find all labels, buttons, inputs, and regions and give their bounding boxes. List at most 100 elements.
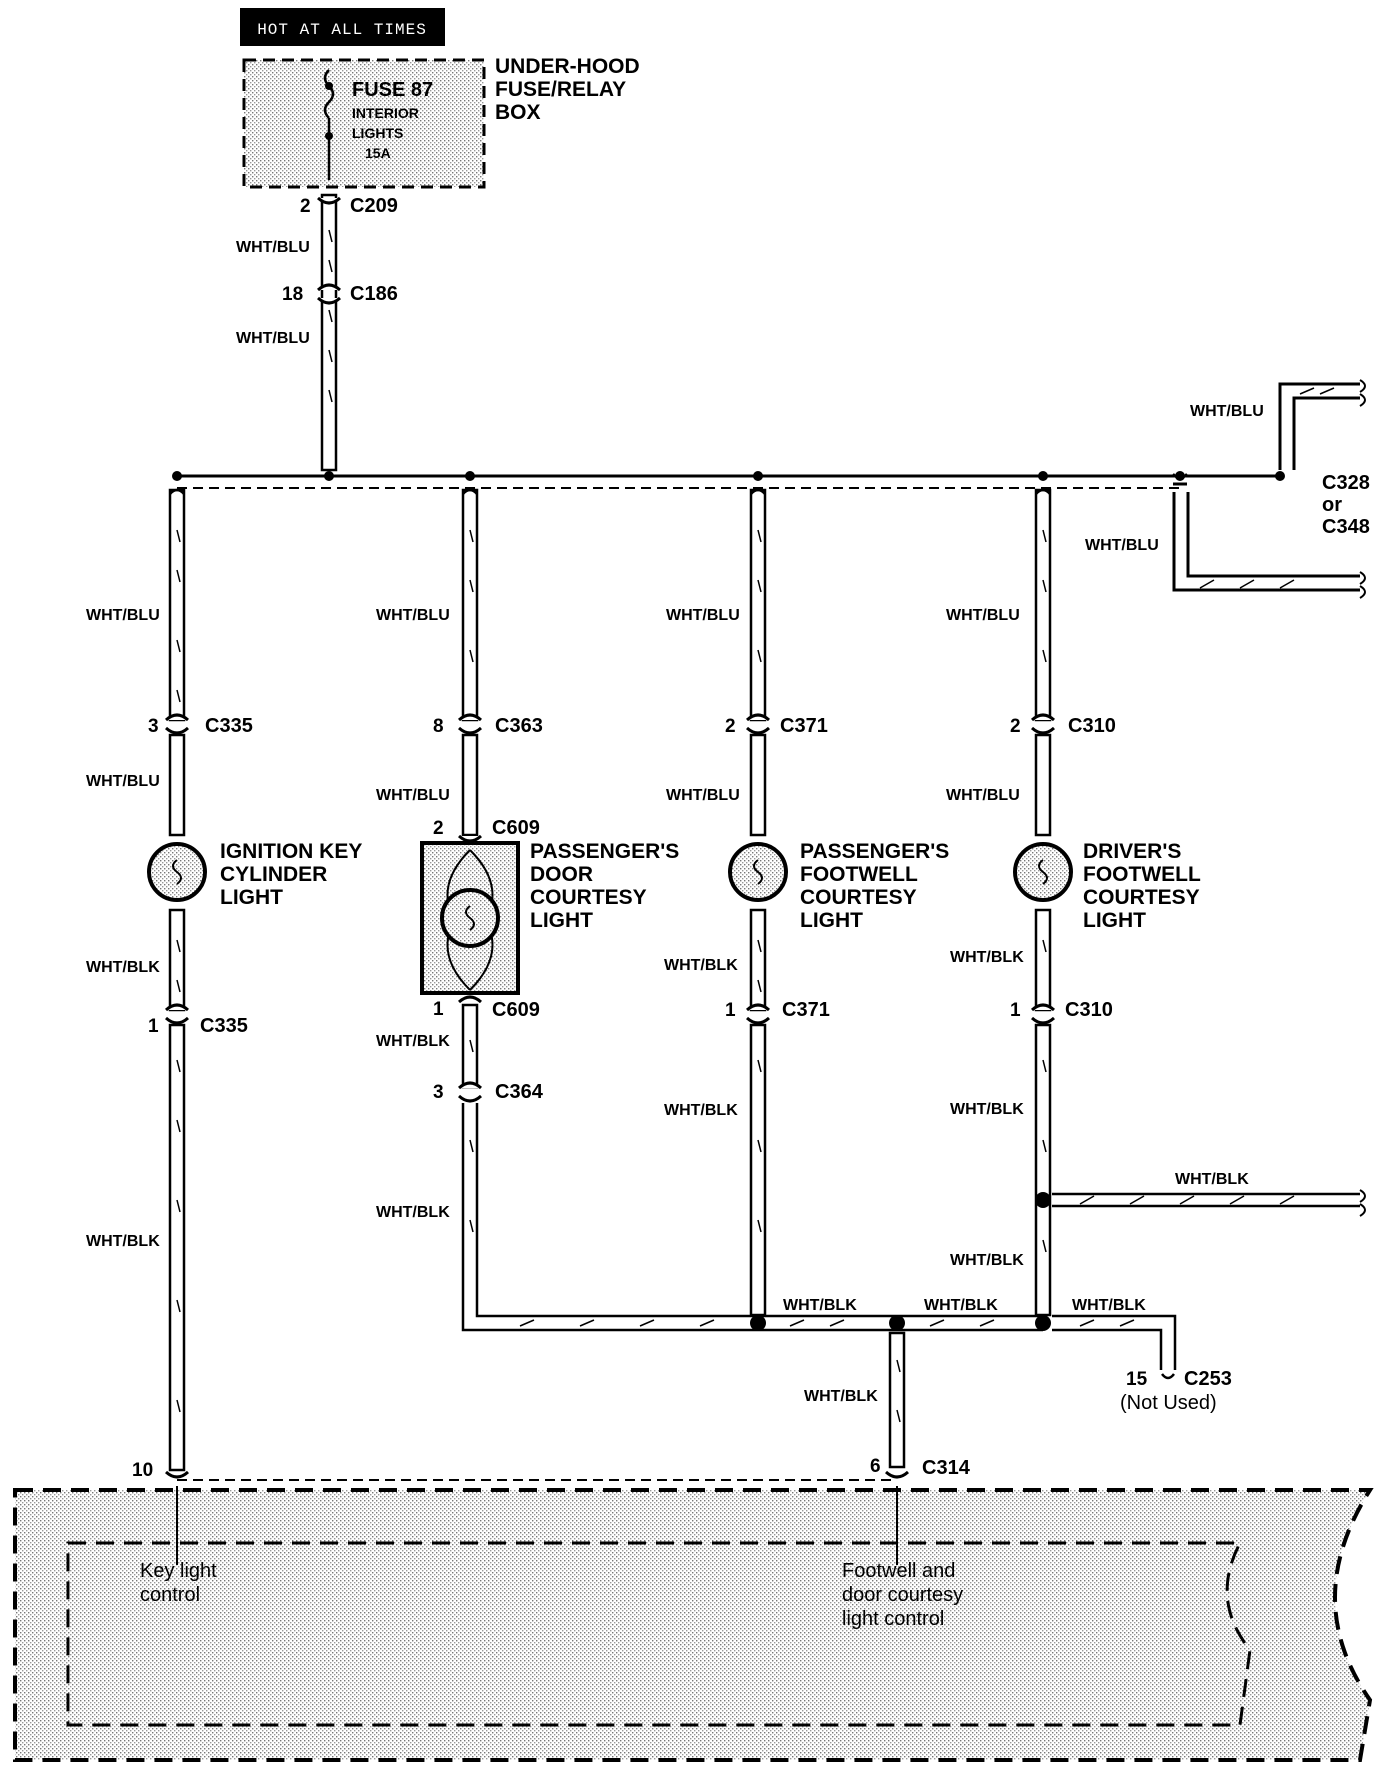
ignition-key-branch: WHT/BLU 3 C335 WHT/BLU IGNITION KEY CYLI… (86, 488, 362, 1472)
svg-text:WHT/BLK: WHT/BLK (924, 1297, 998, 1314)
svg-text:DOOR: DOOR (530, 863, 593, 886)
svg-text:LIGHT: LIGHT (800, 909, 863, 932)
connector-c328: C328 (1322, 472, 1370, 494)
svg-text:WHT/BLK: WHT/BLK (950, 1252, 1024, 1269)
svg-text:1: 1 (725, 1000, 736, 1021)
svg-text:WHT/BLK: WHT/BLK (86, 959, 160, 976)
svg-text:CYLINDER: CYLINDER (220, 863, 327, 886)
footwell-control-label: Footwell and (842, 1560, 955, 1582)
feed-wire: 2 C209 WHT/BLU 18 C186 WHT/BLU (236, 193, 398, 472)
key-light-control-label: Key light (140, 1560, 217, 1582)
connector-c371-top: C371 (780, 715, 828, 737)
connector-c609-top: C609 (492, 817, 540, 839)
svg-text:door courtesy: door courtesy (842, 1584, 963, 1606)
svg-text:WHT/BLU: WHT/BLU (376, 607, 450, 624)
right-branch: WHT/BLU C328 or C348 WHT/BLU (1085, 379, 1370, 599)
connector-c371-bottom: C371 (782, 999, 830, 1021)
svg-text:WHT/BLK: WHT/BLK (664, 957, 738, 974)
svg-text:WHT/BLU: WHT/BLU (946, 607, 1020, 624)
svg-text:2: 2 (300, 196, 311, 217)
connector-c186: C186 (350, 283, 398, 305)
svg-text:HOT AT ALL TIMES: HOT AT ALL TIMES (257, 21, 427, 39)
svg-text:LIGHT: LIGHT (1083, 909, 1146, 932)
svg-text:FOOTWELL: FOOTWELL (800, 863, 918, 886)
main-bus (172, 471, 1285, 489)
bottom-bus: WHT/BLK WHT/BLK WHT/BLK 15 C253 (Not Use… (132, 1297, 1232, 1481)
svg-text:6: 6 (870, 1456, 881, 1477)
svg-text:WHT/BLK: WHT/BLK (950, 1101, 1024, 1118)
svg-text:2: 2 (1010, 716, 1021, 737)
svg-text:LIGHT: LIGHT (220, 886, 283, 909)
svg-text:2: 2 (725, 716, 736, 737)
passenger-door-light-label: PASSENGER'S (530, 840, 679, 863)
svg-text:WHT/BLK: WHT/BLK (1175, 1171, 1249, 1188)
svg-text:WHT/BLU: WHT/BLU (666, 607, 740, 624)
fuse-box-name-2: FUSE/RELAY (495, 78, 626, 101)
passenger-door-branch: WHT/BLU 8 C363 WHT/BLU 2 C609 PASSENGER'… (376, 488, 758, 1332)
svg-text:WHT/BLU: WHT/BLU (1190, 403, 1264, 420)
passenger-footwell-branch: WHT/BLU 2 C371 WHT/BLU PASSENGER'S FOOTW… (664, 488, 949, 1331)
svg-text:LIGHT: LIGHT (530, 909, 593, 932)
svg-text:WHT/BLU: WHT/BLU (86, 607, 160, 624)
svg-text:WHT/BLK: WHT/BLK (1072, 1297, 1146, 1314)
fuse-circuit-2: LIGHTS (352, 125, 403, 141)
svg-text:1: 1 (433, 999, 444, 1020)
svg-text:WHT/BLU: WHT/BLU (236, 330, 310, 347)
svg-text:WHT/BLK: WHT/BLK (783, 1297, 857, 1314)
connector-c310-bottom: C310 (1065, 999, 1113, 1021)
svg-text:WHT/BLU: WHT/BLU (666, 787, 740, 804)
driver-footwell-light-label: DRIVER'S (1083, 840, 1181, 863)
connector-c253: C253 (1184, 1368, 1232, 1390)
fuse-number: FUSE 87 (352, 79, 433, 101)
passenger-footwell-light-label: PASSENGER'S (800, 840, 949, 863)
fuse-symbol (323, 69, 335, 180)
fuse-circuit-1: INTERIOR (352, 105, 419, 121)
svg-text:WHT/BLU: WHT/BLU (376, 787, 450, 804)
svg-text:COURTESY: COURTESY (800, 886, 917, 909)
connector-c364: C364 (495, 1081, 544, 1103)
svg-text:3: 3 (433, 1082, 444, 1103)
svg-text:1: 1 (148, 1016, 159, 1037)
svg-text:FOOTWELL: FOOTWELL (1083, 863, 1201, 886)
svg-text:WHT/BLU: WHT/BLU (86, 773, 160, 790)
svg-text:WHT/BLK: WHT/BLK (664, 1102, 738, 1119)
control-unit: Key light control Footwell and door cour… (13, 1486, 1374, 1762)
connector-c348: C348 (1322, 516, 1370, 538)
svg-text:3: 3 (148, 716, 159, 737)
svg-text:WHT/BLK: WHT/BLK (376, 1204, 450, 1221)
c253-not-used-note: (Not Used) (1120, 1392, 1217, 1414)
connector-c363: C363 (495, 715, 543, 737)
svg-text:10: 10 (132, 1460, 153, 1481)
svg-text:15: 15 (1126, 1369, 1148, 1390)
connector-c609-bottom: C609 (492, 999, 540, 1021)
svg-text:WHT/BLU: WHT/BLU (1085, 537, 1159, 554)
connector-c335-bottom: C335 (200, 1015, 248, 1037)
connector-c314: C314 (922, 1457, 971, 1479)
connector-c209: C209 (350, 195, 398, 217)
connector-c310-top: C310 (1068, 715, 1116, 737)
svg-text:1: 1 (1010, 1000, 1021, 1021)
power-source-label: HOT AT ALL TIMES (240, 8, 445, 46)
connector-c335-top: C335 (205, 715, 253, 737)
svg-text:or: or (1322, 494, 1342, 516)
svg-text:COURTESY: COURTESY (1083, 886, 1200, 909)
svg-text:control: control (140, 1584, 200, 1606)
svg-text:COURTESY: COURTESY (530, 886, 647, 909)
fuse-rating: 15A (365, 145, 391, 161)
svg-text:WHT/BLK: WHT/BLK (376, 1033, 450, 1050)
svg-text:WHT/BLK: WHT/BLK (950, 949, 1024, 966)
svg-text:light control: light control (842, 1608, 944, 1630)
svg-text:2: 2 (433, 818, 444, 839)
fuse-box-name-1: UNDER-HOOD (495, 55, 640, 78)
driver-footwell-branch: WHT/BLU 2 C310 WHT/BLU DRIVER'S FOOTWELL… (946, 488, 1366, 1331)
under-hood-fuse-relay-box: FUSE 87 INTERIOR LIGHTS 15A UNDER-HOOD F… (242, 55, 640, 189)
svg-text:WHT/BLU: WHT/BLU (946, 787, 1020, 804)
svg-text:8: 8 (433, 716, 444, 737)
fuse-box-name-3: BOX (495, 101, 541, 124)
svg-text:WHT/BLU: WHT/BLU (236, 239, 310, 256)
svg-text:WHT/BLK: WHT/BLK (804, 1388, 878, 1405)
svg-text:WHT/BLK: WHT/BLK (86, 1233, 160, 1250)
svg-text:18: 18 (282, 284, 303, 305)
ignition-key-light-label: IGNITION KEY (220, 840, 362, 863)
